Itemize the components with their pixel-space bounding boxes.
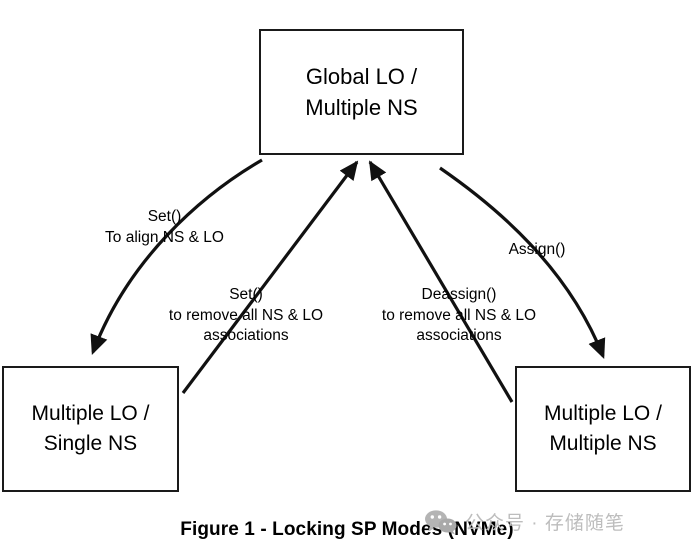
node-multi-multi-line-2: Multiple NS	[549, 432, 657, 455]
node-multiple-lo-multiple-ns[interactable]: Multiple LO / Multiple NS	[515, 366, 691, 492]
node-multi-single-line-2: Single NS	[43, 432, 138, 455]
edge-label-assign-line-1: Assign()	[508, 241, 566, 258]
node-global-lo-multiple-ns[interactable]: Global LO / Multiple NS	[259, 29, 464, 155]
edge-label-set-align: Set() To align NS & LO	[92, 207, 237, 248]
edge-label-assign: Assign()	[482, 240, 592, 261]
edge-label-set-remove-line-2: to remove all NS & LO	[168, 306, 324, 324]
node-global-line-2: Multiple NS	[305, 95, 418, 120]
edge-label-set-remove: Set() to remove all NS & LO associations	[152, 285, 340, 347]
edge-deassign-arrow	[368, 160, 514, 403]
edge-label-deassign-line-1: Deassign()	[421, 286, 497, 303]
node-global-line-1: Global LO /	[305, 63, 418, 89]
figure-caption: Figure 1 - Locking SP Modes (NVMe)	[180, 519, 514, 540]
edge-set-remove-arrow	[181, 160, 359, 394]
edge-label-deassign-line-3: associations	[416, 327, 502, 345]
edge-label-set-align-line-2: To align NS & LO	[105, 228, 224, 246]
edge-label-set-align-line-1: Set()	[147, 208, 182, 225]
node-multi-single-line-1: Multiple LO /	[31, 402, 150, 426]
node-multi-multi-line-1: Multiple LO /	[544, 402, 662, 426]
edge-assign-arrow	[439, 166, 606, 359]
node-multiple-lo-single-ns[interactable]: Multiple LO / Single NS	[2, 366, 179, 492]
edge-label-deassign-remove: Deassign() to remove all NS & LO associa…	[365, 285, 553, 347]
edge-label-deassign-line-2: to remove all NS & LO	[381, 306, 537, 324]
edge-set-align-arrow	[90, 158, 263, 355]
edge-label-set-remove-line-1: Set()	[229, 286, 263, 303]
edge-label-set-remove-line-3: associations	[203, 327, 289, 345]
